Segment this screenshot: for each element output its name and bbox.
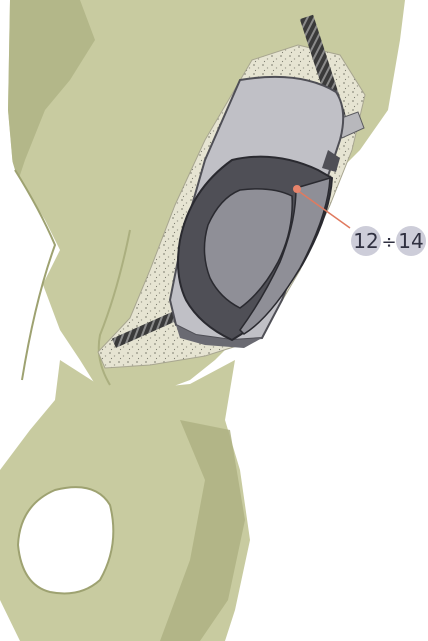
badge-end-text: 14 bbox=[398, 229, 423, 253]
badge-start-text: 12 bbox=[353, 229, 378, 253]
callout-label: 12 ÷ 14 bbox=[351, 226, 426, 256]
callout-marker bbox=[293, 185, 301, 193]
range-separator: ÷ bbox=[381, 232, 396, 253]
